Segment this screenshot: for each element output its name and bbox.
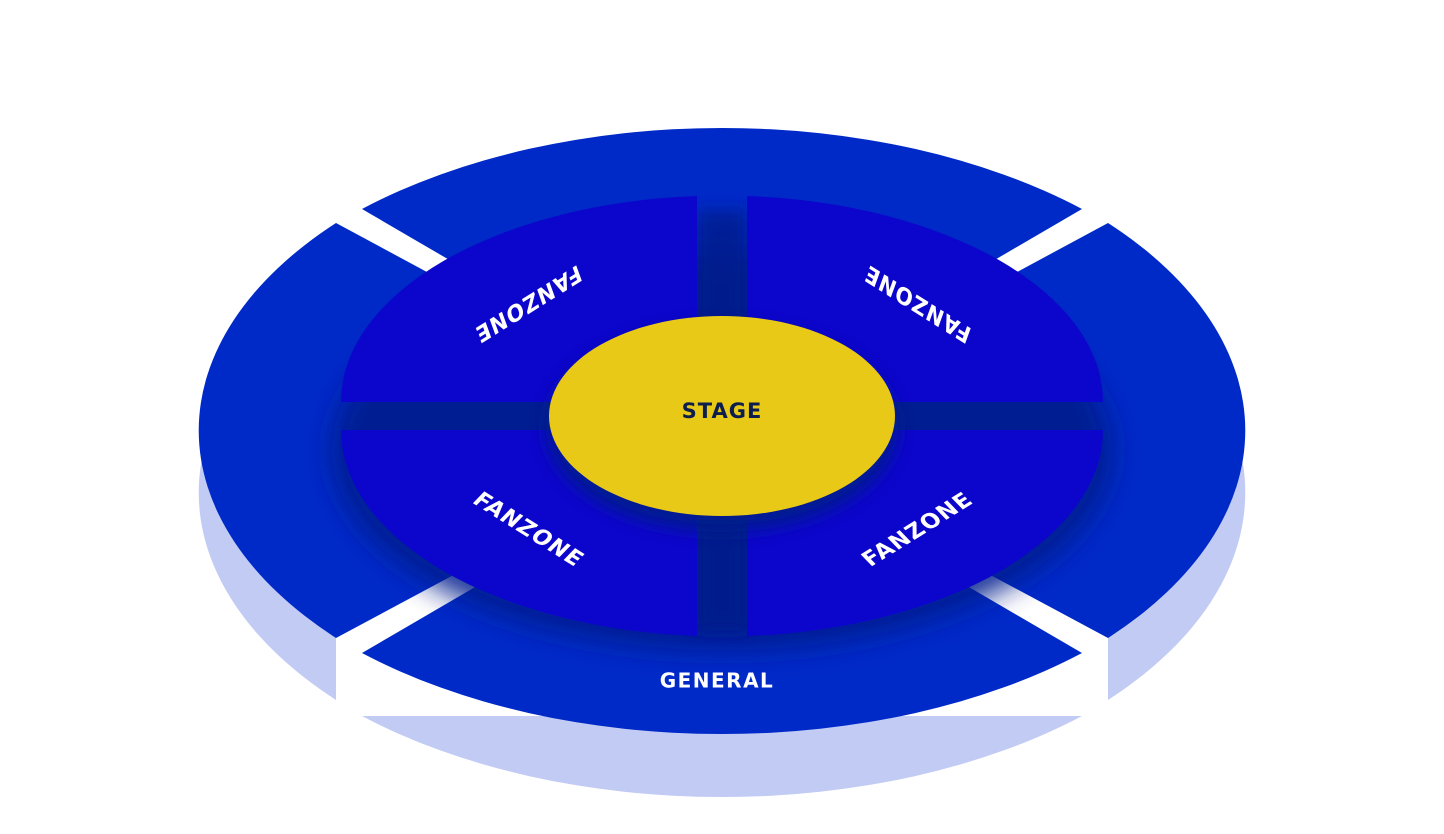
general-label: GENERAL — [660, 669, 775, 693]
stage[interactable] — [549, 316, 895, 516]
stage-label: STAGE — [682, 399, 763, 423]
